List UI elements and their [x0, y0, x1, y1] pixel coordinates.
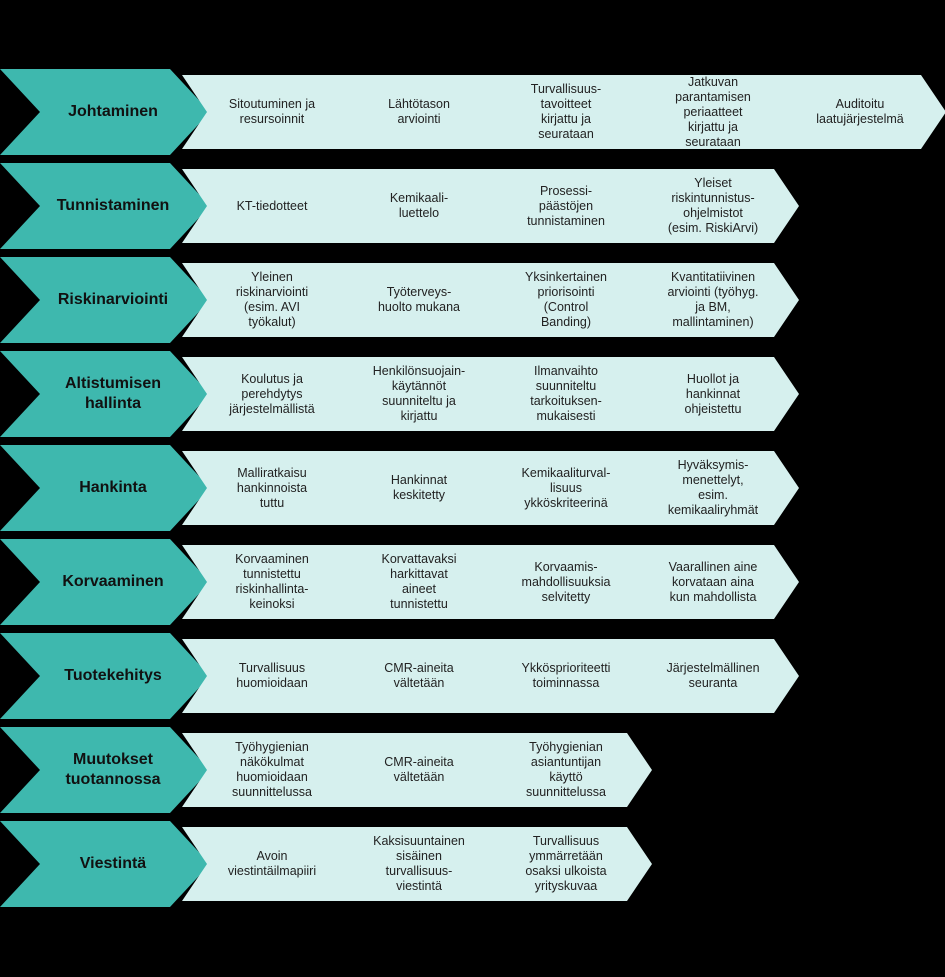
step-label: Järjestelmällinen seuranta: [666, 661, 760, 690]
step-label: Kvantitatiivinen arviointi (työhyg. ja B…: [667, 270, 759, 329]
step-chevron: Prosessi- päästöjen tunnistaminen: [476, 169, 652, 243]
row-altistumisen-hallinta: Altistumisen hallinta Koulutus ja perehdy…: [0, 351, 945, 437]
row-hankinta: Hankinta Malliratkaisu hankinnoista tuttu…: [0, 445, 945, 531]
step-chevron: Huollot ja hankinnat ohjeistettu: [623, 357, 799, 431]
step-label: Korvaaminen tunnistettu riskinhallinta- …: [235, 552, 309, 611]
step-label: Auditoitu laatujärjestelmä: [816, 97, 904, 126]
step-label: Henkilönsuojain- käytännöt suunniteltu j…: [372, 364, 466, 423]
step-label: CMR-aineita vältetään: [384, 755, 454, 784]
step-chevron: Kvantitatiivinen arviointi (työhyg. ja B…: [623, 263, 799, 337]
step-label: Koulutus ja perehdytys järjestelmällistä: [229, 371, 315, 416]
step-chevron: Malliratkaisu hankinnoista tuttu: [182, 451, 358, 525]
step-chevron: Yleinen riskinarviointi (esim. AVI työka…: [182, 263, 358, 337]
step-chevron: Kaksisuuntainen sisäinen turvallisuus- v…: [329, 827, 505, 901]
step-label: Turvallisuus ymmärretään osaksi ulkoista…: [525, 834, 607, 893]
step-chevron: CMR-aineita vältetään: [329, 733, 505, 807]
header-label: Tuotekehitys: [64, 667, 162, 684]
header-label: Riskinarviointi: [57, 291, 169, 308]
step-label: Korvaamis- mahdollisuuksia selvitetty: [521, 559, 611, 604]
step-label: Sitoutuminen ja resursoinnit: [228, 97, 316, 126]
step-chevron: Auditoitu laatujärjestelmä: [770, 75, 945, 149]
step-label: Prosessi- päästöjen tunnistaminen: [527, 183, 605, 228]
step-label: Ilmanvaihto suunniteltu tarkoituksen- mu…: [530, 364, 602, 423]
header-label: Altistumisen hallinta: [64, 375, 161, 412]
header-chevron: Johtaminen: [0, 69, 210, 155]
step-chevron: Kemikaali- luettelo: [329, 169, 505, 243]
step-chevron: KT-tiedotteet: [182, 169, 358, 243]
step-label: Avoin viestintäilmapiiri: [227, 849, 317, 878]
header-label: Tunnistaminen: [56, 197, 170, 214]
step-label: CMR-aineita vältetään: [384, 661, 454, 690]
header-label: Viestintä: [79, 855, 147, 872]
step-label: KT-tiedotteet: [236, 198, 308, 213]
step-chevron: Turvallisuus ymmärretään osaksi ulkoista…: [476, 827, 652, 901]
step-label: Kemikaaliturval- lisuus ykköskriteerinä: [521, 465, 611, 510]
step-chevron: Yksinkertainen priorisointi (Control Ban…: [476, 263, 652, 337]
step-chevron: Työterveys- huolto mukana: [329, 263, 505, 337]
row-riskinarviointi: Riskinarviointi Yleinen riskinarviointi (…: [0, 257, 945, 343]
step-chevron: Ykkösprioriteetti toiminnassa: [476, 639, 652, 713]
step-label: Turvallisuus- tavoitteet kirjattu ja seu…: [530, 82, 602, 141]
step-label: Työhygienian näkökulmat huomioidaan suun…: [232, 740, 312, 799]
header-chevron: Tuotekehitys: [0, 633, 210, 719]
step-label: Yleinen riskinarviointi (esim. AVI työka…: [235, 270, 309, 329]
step-chevron: Hankinnat keskitetty: [329, 451, 505, 525]
step-label: Lähtötason arviointi: [388, 97, 450, 126]
step-label: Kaksisuuntainen sisäinen turvallisuus- v…: [373, 834, 465, 893]
step-chevron: Jatkuvan parantamisen periaatteet kirjat…: [623, 75, 799, 149]
step-chevron: Työhygienian asiantuntijan käyttö suunni…: [476, 733, 652, 807]
row-tunnistaminen: Tunnistaminen KT-tiedotteet Kemikaali- lue…: [0, 163, 945, 249]
step-label: Vaarallinen aine korvataan aina kun mahd…: [668, 559, 758, 604]
step-chevron: Hyväksymis- menettelyt, esim. kemikaalir…: [623, 451, 799, 525]
step-chevron: Työhygienian näkökulmat huomioidaan suun…: [182, 733, 358, 807]
step-chevron: Koulutus ja perehdytys järjestelmällistä: [182, 357, 358, 431]
step-label: Yleiset riskintunnistus- ohjelmistot (es…: [667, 176, 759, 235]
step-label: Huollot ja hankinnat ohjeistettu: [684, 371, 742, 416]
header-chevron: Hankinta: [0, 445, 210, 531]
step-chevron: Turvallisuus- tavoitteet kirjattu ja seu…: [476, 75, 652, 149]
row-muutokset-tuotannossa: Muutokset tuotannossa Työhygienian näköku…: [0, 727, 945, 813]
step-chevron: Henkilönsuojain- käytännöt suunniteltu j…: [329, 357, 505, 431]
step-label: Turvallisuus huomioidaan: [236, 661, 308, 690]
step-chevron: Avoin viestintäilmapiiri: [182, 827, 358, 901]
step-chevron: Korvaaminen tunnistettu riskinhallinta- …: [182, 545, 358, 619]
step-chevron: Korvattavaksi harkittavat aineet tunnist…: [329, 545, 505, 619]
row-viestinta: Viestintä Avoin viestintäilmapiiri Kaksisu…: [0, 821, 945, 907]
step-chevron: Yleiset riskintunnistus- ohjelmistot (es…: [623, 169, 799, 243]
step-chevron: Järjestelmällinen seuranta: [623, 639, 799, 713]
step-label: Jatkuvan parantamisen periaatteet kirjat…: [675, 75, 751, 149]
header-chevron: Viestintä: [0, 821, 210, 907]
header-chevron: Korvaaminen: [0, 539, 210, 625]
step-label: Yksinkertainen priorisointi (Control Ban…: [525, 270, 607, 329]
step-chevron: Ilmanvaihto suunniteltu tarkoituksen- mu…: [476, 357, 652, 431]
header-label: Muutokset tuotannossa: [65, 751, 161, 788]
step-label: Korvattavaksi harkittavat aineet tunnist…: [381, 552, 457, 611]
header-label: Hankinta: [79, 479, 147, 496]
header-label: Korvaaminen: [62, 573, 164, 590]
header-chevron: Muutokset tuotannossa: [0, 727, 210, 813]
step-label: Hyväksymis- menettelyt, esim. kemikaalir…: [667, 458, 759, 517]
step-label: Työterveys- huolto mukana: [377, 285, 460, 314]
header-label: Johtaminen: [68, 103, 158, 120]
step-label: Työhygienian asiantuntijan käyttö suunni…: [526, 740, 606, 799]
header-chevron: Tunnistaminen: [0, 163, 210, 249]
step-label: Hankinnat keskitetty: [390, 473, 448, 502]
row-tuotekehitys: Tuotekehitys Turvallisuus huomioidaan CMR-…: [0, 633, 945, 719]
header-chevron: Altistumisen hallinta: [0, 351, 210, 437]
step-label: Malliratkaisu hankinnoista tuttu: [236, 465, 308, 510]
step-chevron: Vaarallinen aine korvataan aina kun mahd…: [623, 545, 799, 619]
step-chevron: Korvaamis- mahdollisuuksia selvitetty: [476, 545, 652, 619]
step-chevron: Kemikaaliturval- lisuus ykköskriteerinä: [476, 451, 652, 525]
step-label: Kemikaali- luettelo: [389, 191, 449, 220]
step-chevron: Sitoutuminen ja resursoinnit: [182, 75, 358, 149]
step-chevron: CMR-aineita vältetään: [329, 639, 505, 713]
header-chevron: Riskinarviointi: [0, 257, 210, 343]
step-label: Ykkösprioriteetti toiminnassa: [521, 661, 611, 690]
step-chevron: Lähtötason arviointi: [329, 75, 505, 149]
row-johtaminen: Johtaminen Sitoutuminen ja resursoinnit Lä…: [0, 69, 945, 155]
step-chevron: Turvallisuus huomioidaan: [182, 639, 358, 713]
row-korvaaminen: Korvaaminen Korvaaminen tunnistettu riski…: [0, 539, 945, 625]
